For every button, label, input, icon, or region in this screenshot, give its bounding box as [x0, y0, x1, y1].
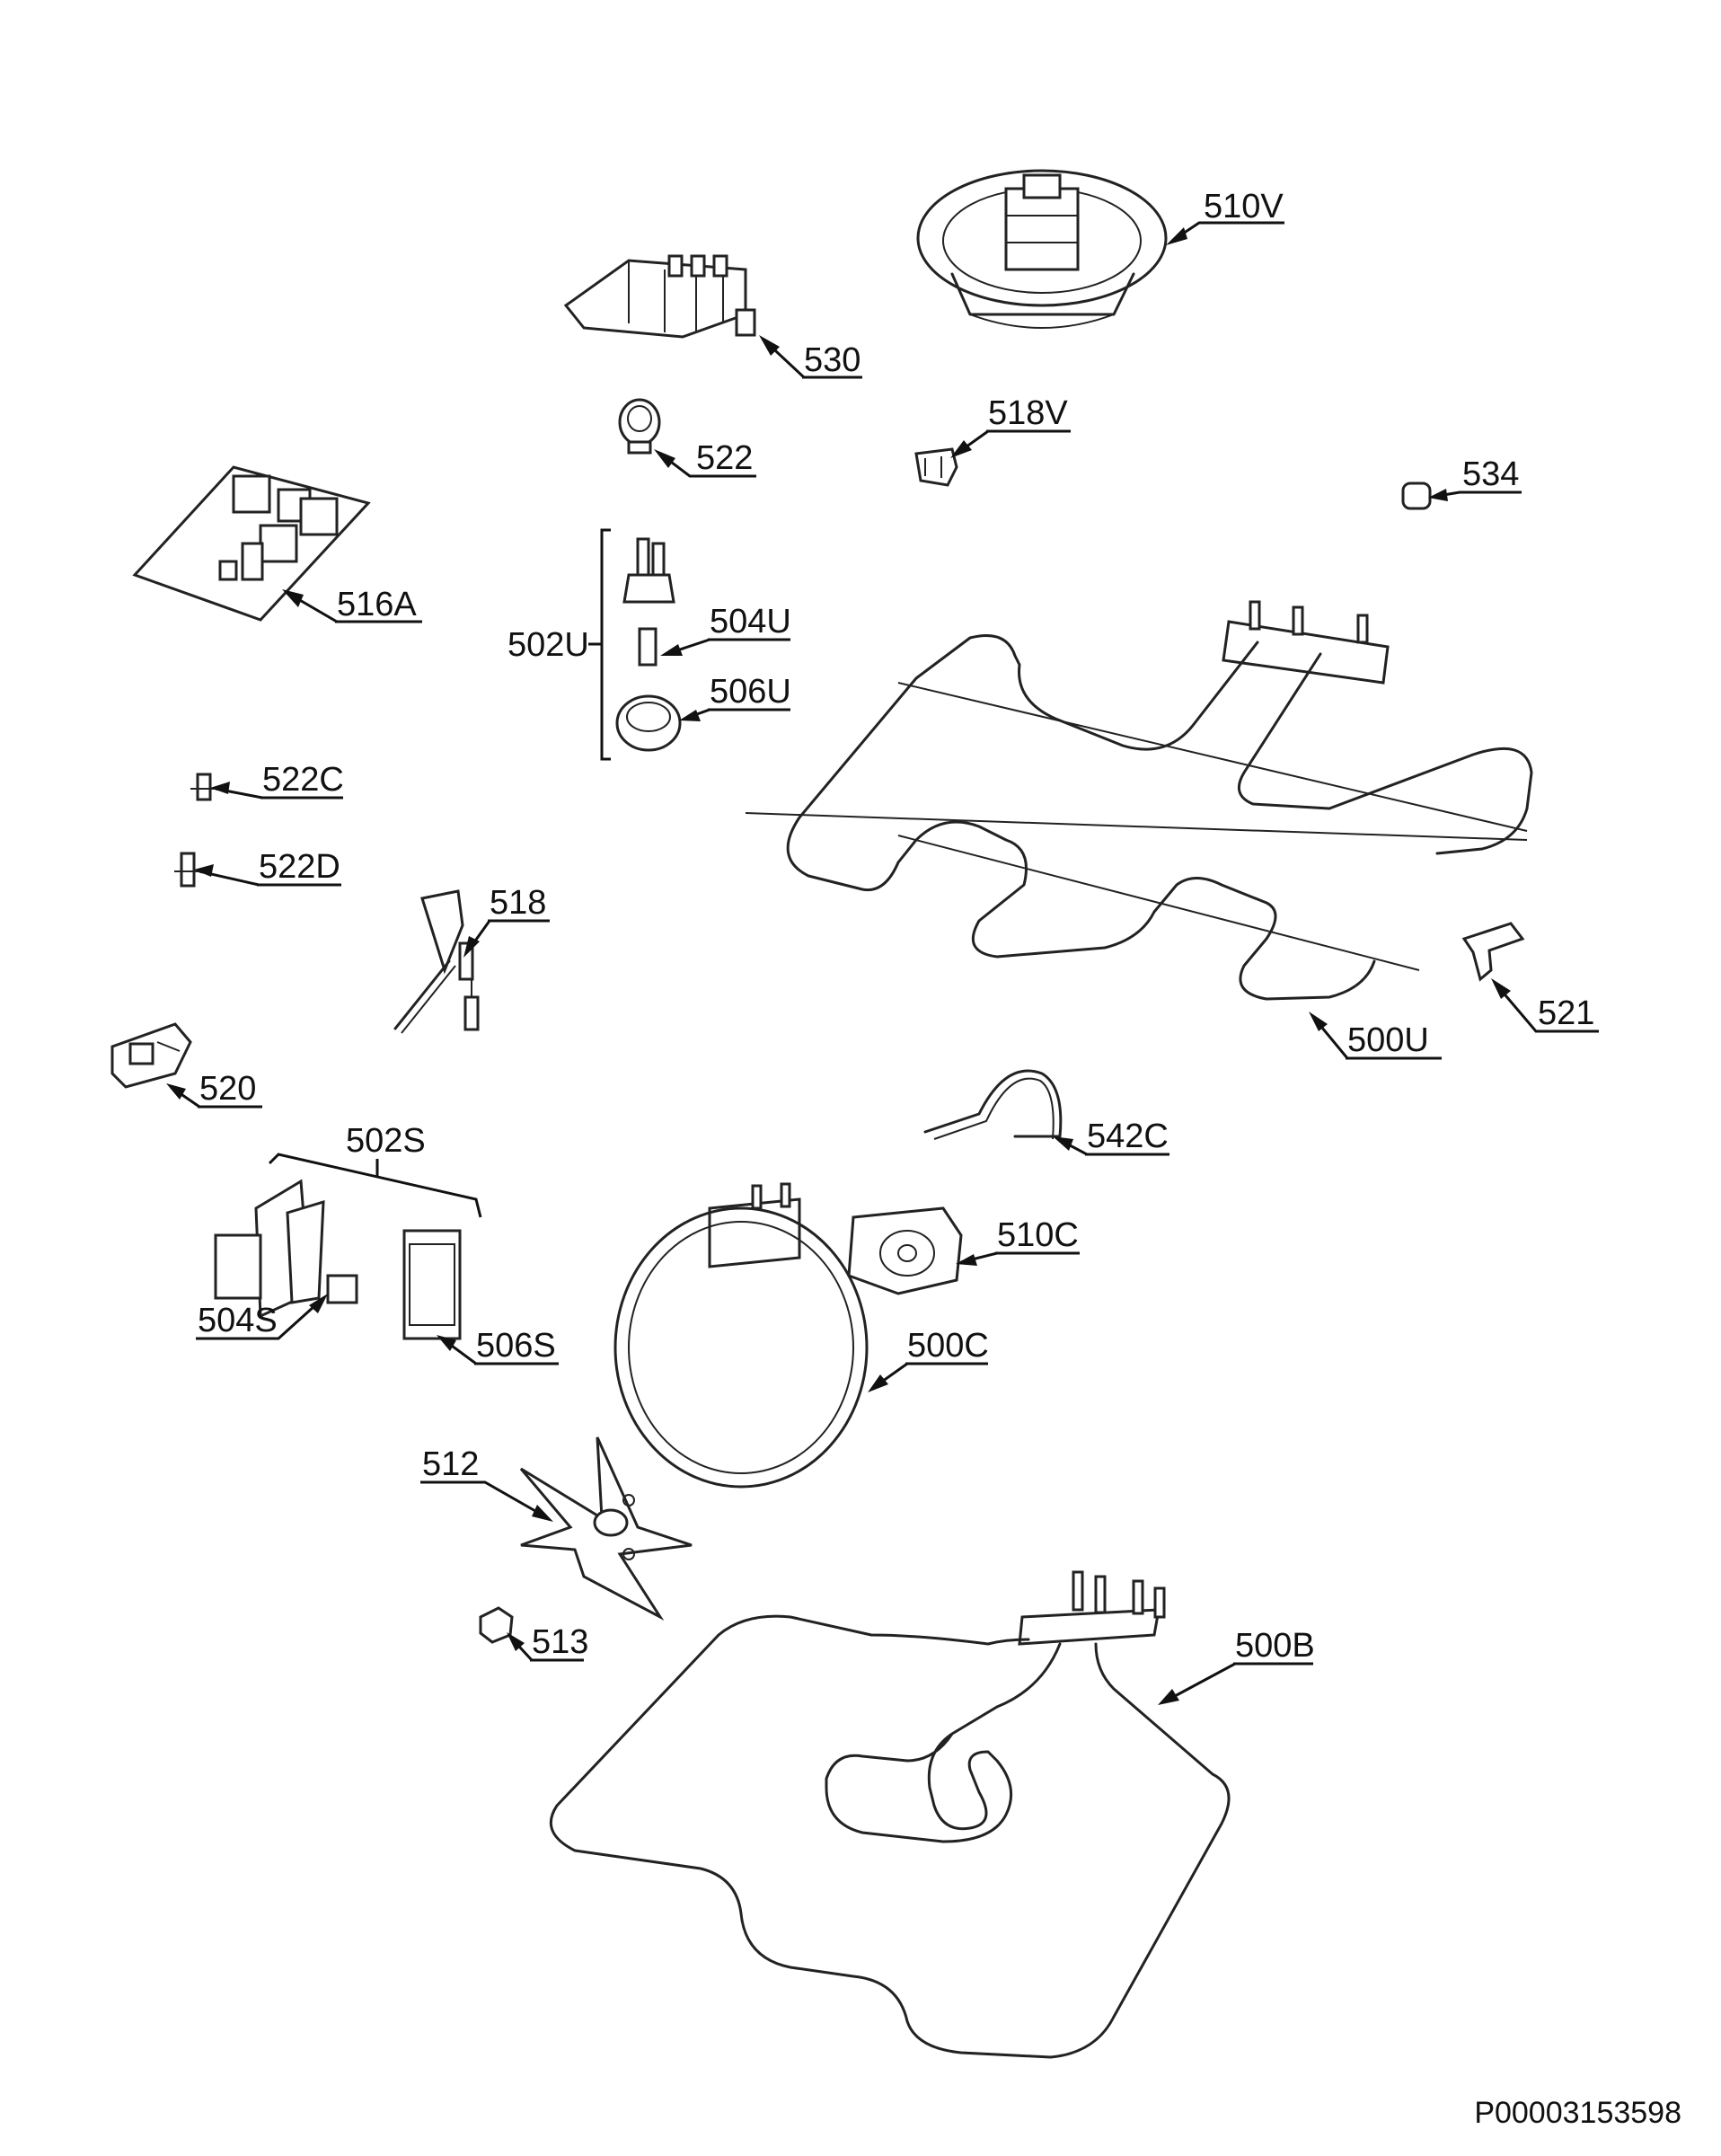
label-500U: 500U: [1347, 1021, 1429, 1059]
part-500B-bottom-element: [549, 1570, 1231, 2059]
part-521-bracket: [1461, 922, 1525, 982]
label-506U: 506U: [710, 673, 791, 711]
label-513: 513: [532, 1623, 588, 1661]
label-518V: 518V: [988, 394, 1068, 432]
label-506S: 506S: [476, 1327, 556, 1365]
part-542C-wire-clip: [923, 1069, 1063, 1140]
part-518-probe: [393, 889, 480, 1034]
label-502U: 502U: [507, 626, 589, 664]
part-516A-control-board: [132, 465, 371, 622]
part-518V-clip: [914, 447, 958, 487]
part-520-switch: [110, 1022, 192, 1089]
part-534-cap: [1401, 482, 1432, 510]
part-502S-panel-assembly: [214, 1153, 482, 1340]
part-530-terminal-block: [563, 254, 756, 339]
part-500U-top-element: [745, 600, 1533, 1001]
label-521: 521: [1538, 994, 1594, 1032]
part-512-fan-blade: [519, 1436, 693, 1621]
label-516A: 516A: [337, 586, 417, 623]
label-522: 522: [696, 439, 753, 477]
part-510C-convection-motor: [847, 1206, 963, 1295]
leader-lines: [166, 221, 1599, 1705]
label-518: 518: [490, 884, 546, 922]
part-510V-fan-motor: [916, 169, 1168, 329]
label-512: 512: [422, 1445, 479, 1483]
part-522-lamp-holder: [618, 398, 661, 455]
label-522C: 522C: [262, 761, 344, 799]
part-500C-circular-element: [613, 1182, 869, 1489]
label-510V: 510V: [1204, 188, 1284, 225]
label-510C: 510C: [997, 1216, 1079, 1254]
label-504S: 504S: [198, 1302, 278, 1339]
document-number: P00003153598: [1474, 2096, 1681, 2130]
label-520: 520: [199, 1070, 256, 1108]
label-534: 534: [1462, 455, 1519, 493]
part-513-nut: [479, 1606, 514, 1644]
part-502U-oven-lamp: [588, 528, 682, 761]
label-504U: 504U: [710, 603, 791, 641]
label-530: 530: [804, 341, 860, 379]
label-502S: 502S: [346, 1122, 426, 1160]
label-542C: 542C: [1087, 1118, 1169, 1155]
label-522D: 522D: [259, 848, 340, 886]
label-500B: 500B: [1235, 1627, 1315, 1665]
label-500C: 500C: [907, 1327, 989, 1365]
label-underlines: [196, 221, 1599, 1666]
